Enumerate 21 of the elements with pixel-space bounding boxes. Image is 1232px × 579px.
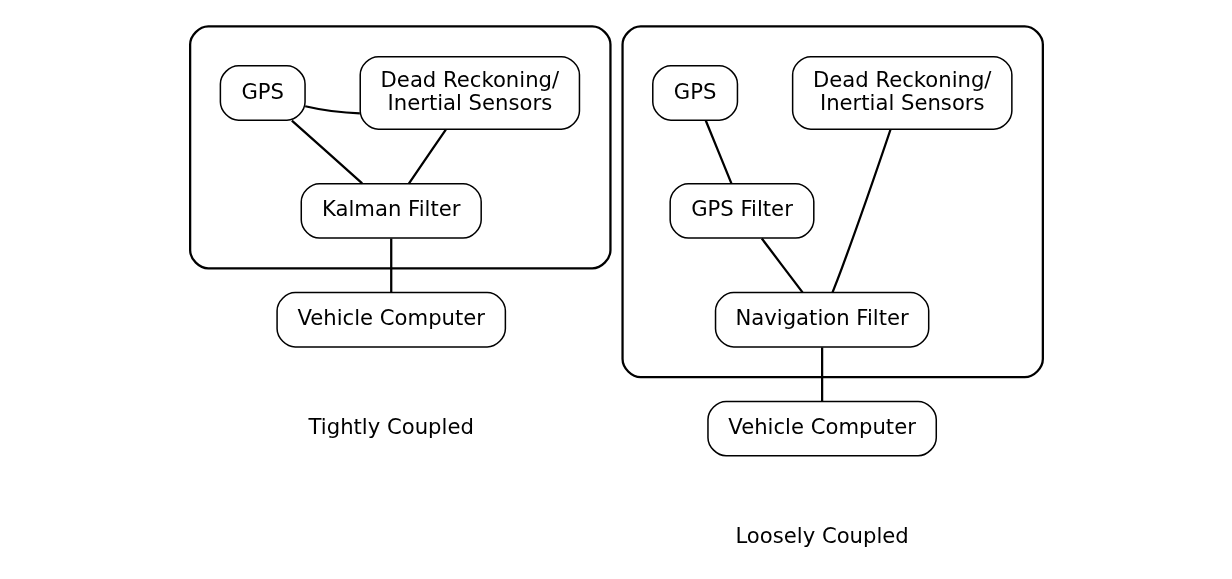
connector bbox=[820, 347, 823, 402]
node-box: Kalman Filter bbox=[300, 182, 482, 239]
node-box: Dead Reckoning/ Inertial Sensors bbox=[358, 55, 580, 130]
node-box: Vehicle Computer bbox=[706, 400, 937, 457]
connector bbox=[760, 237, 803, 294]
connector bbox=[830, 128, 892, 293]
connector bbox=[704, 120, 732, 184]
connector bbox=[407, 128, 447, 185]
connector bbox=[304, 105, 360, 115]
cluster bbox=[188, 25, 612, 270]
connector bbox=[290, 119, 363, 185]
cluster bbox=[620, 25, 1044, 379]
node-box: Vehicle Computer bbox=[275, 291, 506, 348]
node-box: GPS Filter bbox=[668, 182, 815, 239]
node-box: GPS bbox=[651, 65, 738, 121]
label: Loosely Coupled bbox=[734, 523, 909, 549]
node-box: Dead Reckoning/ Inertial Sensors bbox=[791, 55, 1013, 130]
node-box: Navigation Filter bbox=[714, 291, 929, 348]
label: Tightly Coupled bbox=[308, 414, 474, 440]
connector bbox=[389, 238, 392, 293]
node-box: GPS bbox=[219, 65, 306, 121]
